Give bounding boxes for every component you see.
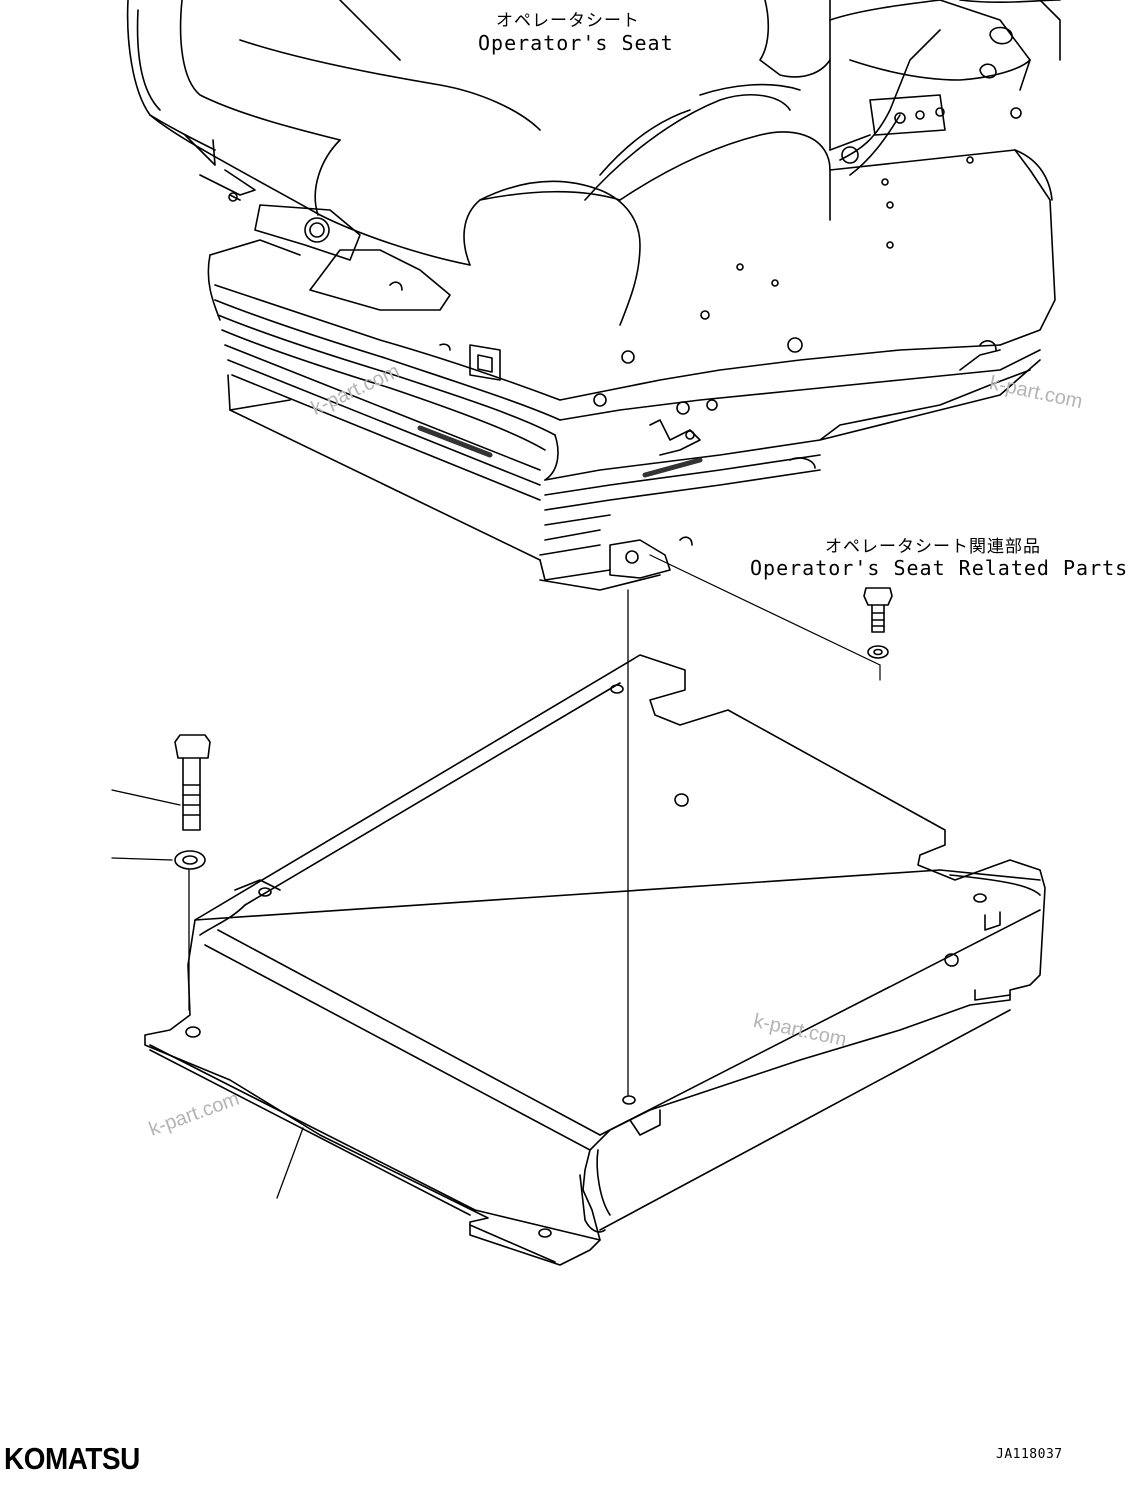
seat-label-en: Operator's Seat (478, 31, 674, 55)
komatsu-logo: KOMATSU (4, 1441, 140, 1476)
related-bolt-icon (863, 587, 893, 659)
leader-line-washer (111, 857, 173, 861)
drawing-code: JA118037 (996, 1447, 1063, 1462)
related-parts-label-en: Operator's Seat Related Parts (750, 556, 1129, 580)
leader-line-bolt (111, 789, 181, 806)
leader-line-related (649, 554, 881, 666)
mount-bolt-icon (174, 734, 211, 831)
leader-line-plate (276, 1127, 304, 1199)
seat-mount-plate (144, 654, 1046, 1266)
related-parts-label-jp: オペレータシート関連部品 (825, 537, 1041, 557)
mount-washer-icon (174, 850, 206, 870)
seat-label-jp: オペレータシート (496, 11, 640, 31)
operator-seat-illustration (126, 0, 1061, 591)
